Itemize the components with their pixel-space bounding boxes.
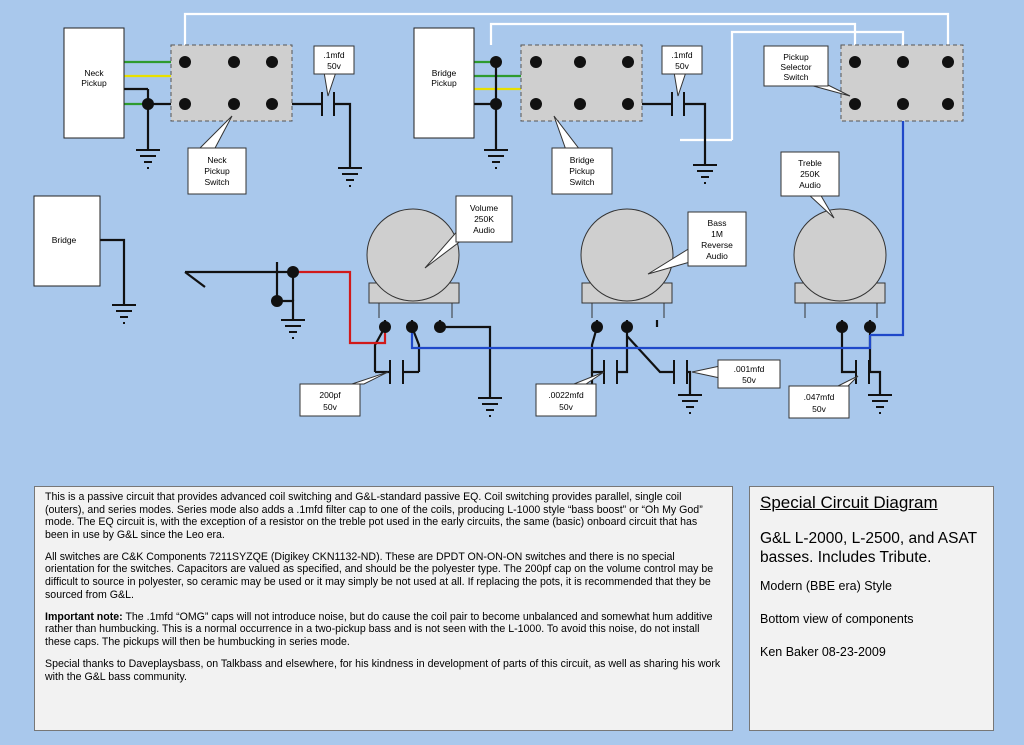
bridge-label: Bridge bbox=[52, 235, 77, 245]
cap-200pf-label-1: 200pf bbox=[319, 390, 341, 400]
view-text: Bottom view of components bbox=[760, 612, 914, 626]
important-note-text: The .1mfd “OMG” caps will not introduce … bbox=[45, 610, 713, 648]
bass-pot-label-1: Bass bbox=[708, 218, 727, 228]
cap-neck-label-1: .1mfd bbox=[323, 50, 345, 60]
callout-cap-047: .047mfd 50v bbox=[788, 375, 859, 419]
treble-pot-label-2: 250K bbox=[800, 169, 820, 179]
callout-cap-0022: .0022mfd 50v bbox=[535, 371, 605, 417]
pot-lugs bbox=[271, 266, 876, 333]
callout-bass-pot: Bass 1M Reverse Audio bbox=[647, 211, 747, 275]
volume-pot-label-1: Volume bbox=[470, 203, 499, 213]
neck-pickup-label-1: Neck bbox=[84, 68, 104, 78]
capacitors bbox=[321, 92, 870, 384]
neck-switch-label-2: Pickup bbox=[204, 166, 230, 176]
notes-paragraph-1: This is a passive circuit that provides … bbox=[45, 491, 703, 541]
notes-paragraph-4: Special thanks to Daveplaysbass, on Talk… bbox=[45, 658, 721, 683]
bridge-switch-label-2: Pickup bbox=[569, 166, 595, 176]
treble-pot-label-3: Audio bbox=[799, 180, 821, 190]
style-text: Modern (BBE era) Style bbox=[760, 579, 892, 593]
callout-cap-neck: .1mfd 50v bbox=[313, 45, 355, 97]
callout-neck-switch: Neck Pickup Switch bbox=[187, 115, 247, 195]
bass-pot bbox=[580, 208, 674, 318]
neck-pickup-label-2: Pickup bbox=[81, 78, 107, 88]
bridge-switch-label-3: Switch bbox=[569, 177, 594, 187]
neck-pickup: Neck Pickup bbox=[63, 27, 125, 139]
cap-bridge-label-1: .1mfd bbox=[671, 50, 693, 60]
volume-pot bbox=[366, 208, 460, 318]
models-text: G&L L-2000, L-2500, and ASAT basses. Inc… bbox=[760, 530, 977, 566]
treble-pot bbox=[793, 208, 887, 318]
selector-switch-label-3: Switch bbox=[783, 72, 808, 82]
notes-paragraph-3: Important note: The .1mfd “OMG” caps wil… bbox=[45, 611, 722, 649]
ground-symbols bbox=[112, 149, 892, 417]
cap-bridge-label-2: 50v bbox=[675, 61, 689, 71]
cap-047-label-2: 50v bbox=[812, 404, 826, 414]
callout-bridge-switch: Bridge Pickup Switch bbox=[551, 115, 613, 195]
bass-pot-label-4: Audio bbox=[706, 251, 728, 261]
cap-001-label-2: 50v bbox=[742, 375, 756, 385]
callout-volume-pot: Volume 250K Audio bbox=[424, 195, 513, 269]
selector-switch-label-1: Pickup bbox=[783, 52, 809, 62]
important-note-label: Important note: bbox=[45, 610, 123, 623]
author-date-text: Ken Baker 08-23-2009 bbox=[760, 645, 886, 659]
bridge-pickup-label-2: Pickup bbox=[431, 78, 457, 88]
red-wire bbox=[293, 270, 387, 345]
title-block: Special Circuit Diagram G&L L-2000, L-25… bbox=[749, 486, 994, 731]
notes-paragraph-2: All switches are C&K Components 7211SYZQ… bbox=[45, 550, 714, 601]
bridge-pickup: Bridge Pickup bbox=[413, 27, 475, 139]
bridge-pickup-label-1: Bridge bbox=[432, 68, 457, 78]
callout-selector-switch: Pickup Selector Switch bbox=[763, 45, 851, 97]
selector-switch-label-2: Selector bbox=[780, 62, 811, 72]
cap-0022-label-2: 50v bbox=[559, 402, 573, 412]
callout-cap-200pf: 200pf 50v bbox=[299, 371, 389, 417]
blue-wires bbox=[410, 104, 905, 350]
volume-pot-label-2: 250K bbox=[474, 214, 494, 224]
bridge-switch-label-1: Bridge bbox=[570, 155, 595, 165]
cap-200pf-label-2: 50v bbox=[323, 402, 337, 412]
bass-pot-label-3: Reverse bbox=[701, 240, 733, 250]
cap-neck-label-2: 50v bbox=[327, 61, 341, 71]
callout-treble-pot: Treble 250K Audio bbox=[780, 151, 840, 219]
volume-pot-label-3: Audio bbox=[473, 225, 495, 235]
switch-lugs bbox=[142, 56, 954, 110]
bridge: Bridge bbox=[33, 195, 101, 287]
neck-switch-label-1: Neck bbox=[207, 155, 227, 165]
callout-cap-bridge: .1mfd 50v bbox=[661, 45, 703, 97]
diagram-title: Special Circuit Diagram bbox=[760, 493, 938, 512]
notes-panel: This is a passive circuit that provides … bbox=[34, 486, 733, 731]
cap-0022-label-1: .0022mfd bbox=[548, 390, 584, 400]
cap-047-label-1: .047mfd bbox=[804, 392, 835, 402]
bass-pot-label-2: 1M bbox=[711, 229, 723, 239]
treble-pot-label-1: Treble bbox=[798, 158, 822, 168]
neck-switch-label-3: Switch bbox=[204, 177, 229, 187]
cap-001-label-1: .001mfd bbox=[734, 364, 765, 374]
callout-cap-001: .001mfd 50v bbox=[691, 359, 781, 389]
